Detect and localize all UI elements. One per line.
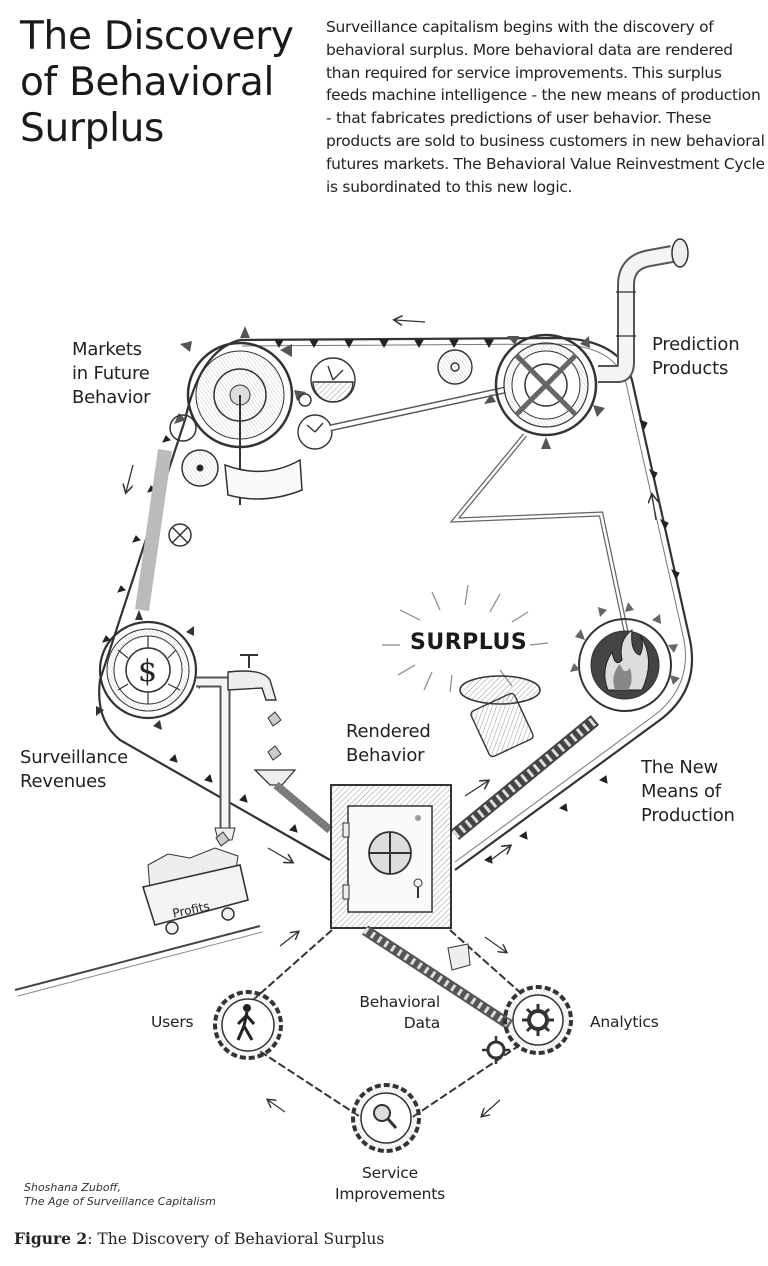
intro-paragraph: Surveillance capitalism begins with the … — [326, 18, 765, 196]
label-behavioral-data: Behavioral Data — [359, 993, 440, 1032]
title-line: of Behavioral — [20, 60, 274, 105]
label-analytics: Analytics — [590, 1013, 659, 1031]
faucet — [227, 670, 277, 701]
label-new-means-of-production: The New Means of Production — [641, 757, 735, 826]
dollar-sign-icon: $ — [138, 654, 157, 689]
gauge-dial — [224, 458, 303, 500]
analytics-gear — [503, 985, 573, 1055]
markets-gear — [174, 326, 306, 505]
magnifying-glass-icon — [373, 1104, 398, 1129]
small-gear — [168, 414, 219, 547]
caption-figure-number: Figure 2 — [14, 1229, 88, 1248]
page-title: The Discovery of Behavioral Surplus — [20, 14, 320, 152]
caption-text: : The Discovery of Behavioral Surplus — [87, 1230, 385, 1248]
service-gear — [351, 1083, 421, 1153]
flow-arrow — [652, 495, 656, 521]
flow-arrow — [487, 846, 510, 863]
flow-arrow — [482, 1099, 501, 1116]
clock-icon — [297, 349, 473, 450]
walking-person-icon — [236, 1004, 256, 1041]
linkage-rod — [449, 433, 633, 651]
users-gear — [213, 990, 283, 1060]
tap-pipe — [196, 676, 231, 830]
funnel — [253, 769, 297, 786]
small-gear — [482, 1036, 510, 1064]
label-prediction-products: Prediction Products — [652, 334, 740, 379]
rail-track — [14, 925, 261, 991]
flow-arrow — [267, 847, 292, 862]
label-surveillance-revenues: Surveillance Revenues — [20, 747, 128, 792]
title-line: Surplus — [20, 106, 165, 151]
flow-arrow — [126, 464, 134, 492]
production-gear — [570, 602, 680, 712]
vertical-shaft — [135, 449, 172, 611]
revenue-gear — [96, 610, 206, 730]
flow-arrow — [395, 320, 426, 322]
data-cart — [447, 943, 471, 971]
reinvestment-loop — [252, 929, 524, 1123]
prediction-gear — [484, 333, 605, 449]
profits-cart: Profits — [141, 847, 249, 935]
author-credit: Shoshana Zuboff, The Age of Surveillance… — [24, 1181, 216, 1208]
flow-arrow — [279, 932, 298, 947]
surplus-rays — [382, 584, 549, 693]
figure-caption: Figure 2: The Discovery of Behavioral Su… — [14, 1229, 384, 1248]
extraction-machine — [459, 675, 541, 758]
label-surplus: SURPLUS — [410, 630, 528, 655]
title-line: The Discovery — [20, 14, 294, 59]
label-service-improvements: Service Improvements — [335, 1164, 445, 1203]
gem-icons — [215, 711, 282, 847]
vault-safe-icon — [330, 784, 452, 929]
flow-arrow — [268, 1100, 286, 1113]
fire-icon — [613, 664, 632, 690]
label-markets: Markets in Future Behavior — [72, 339, 151, 408]
flow-arrow — [464, 781, 488, 797]
flow-arrow — [484, 936, 506, 952]
label-rendered-behavior: Rendered Behavior — [346, 721, 431, 766]
label-users: Users — [151, 1013, 194, 1031]
belt-teeth — [102, 339, 680, 864]
